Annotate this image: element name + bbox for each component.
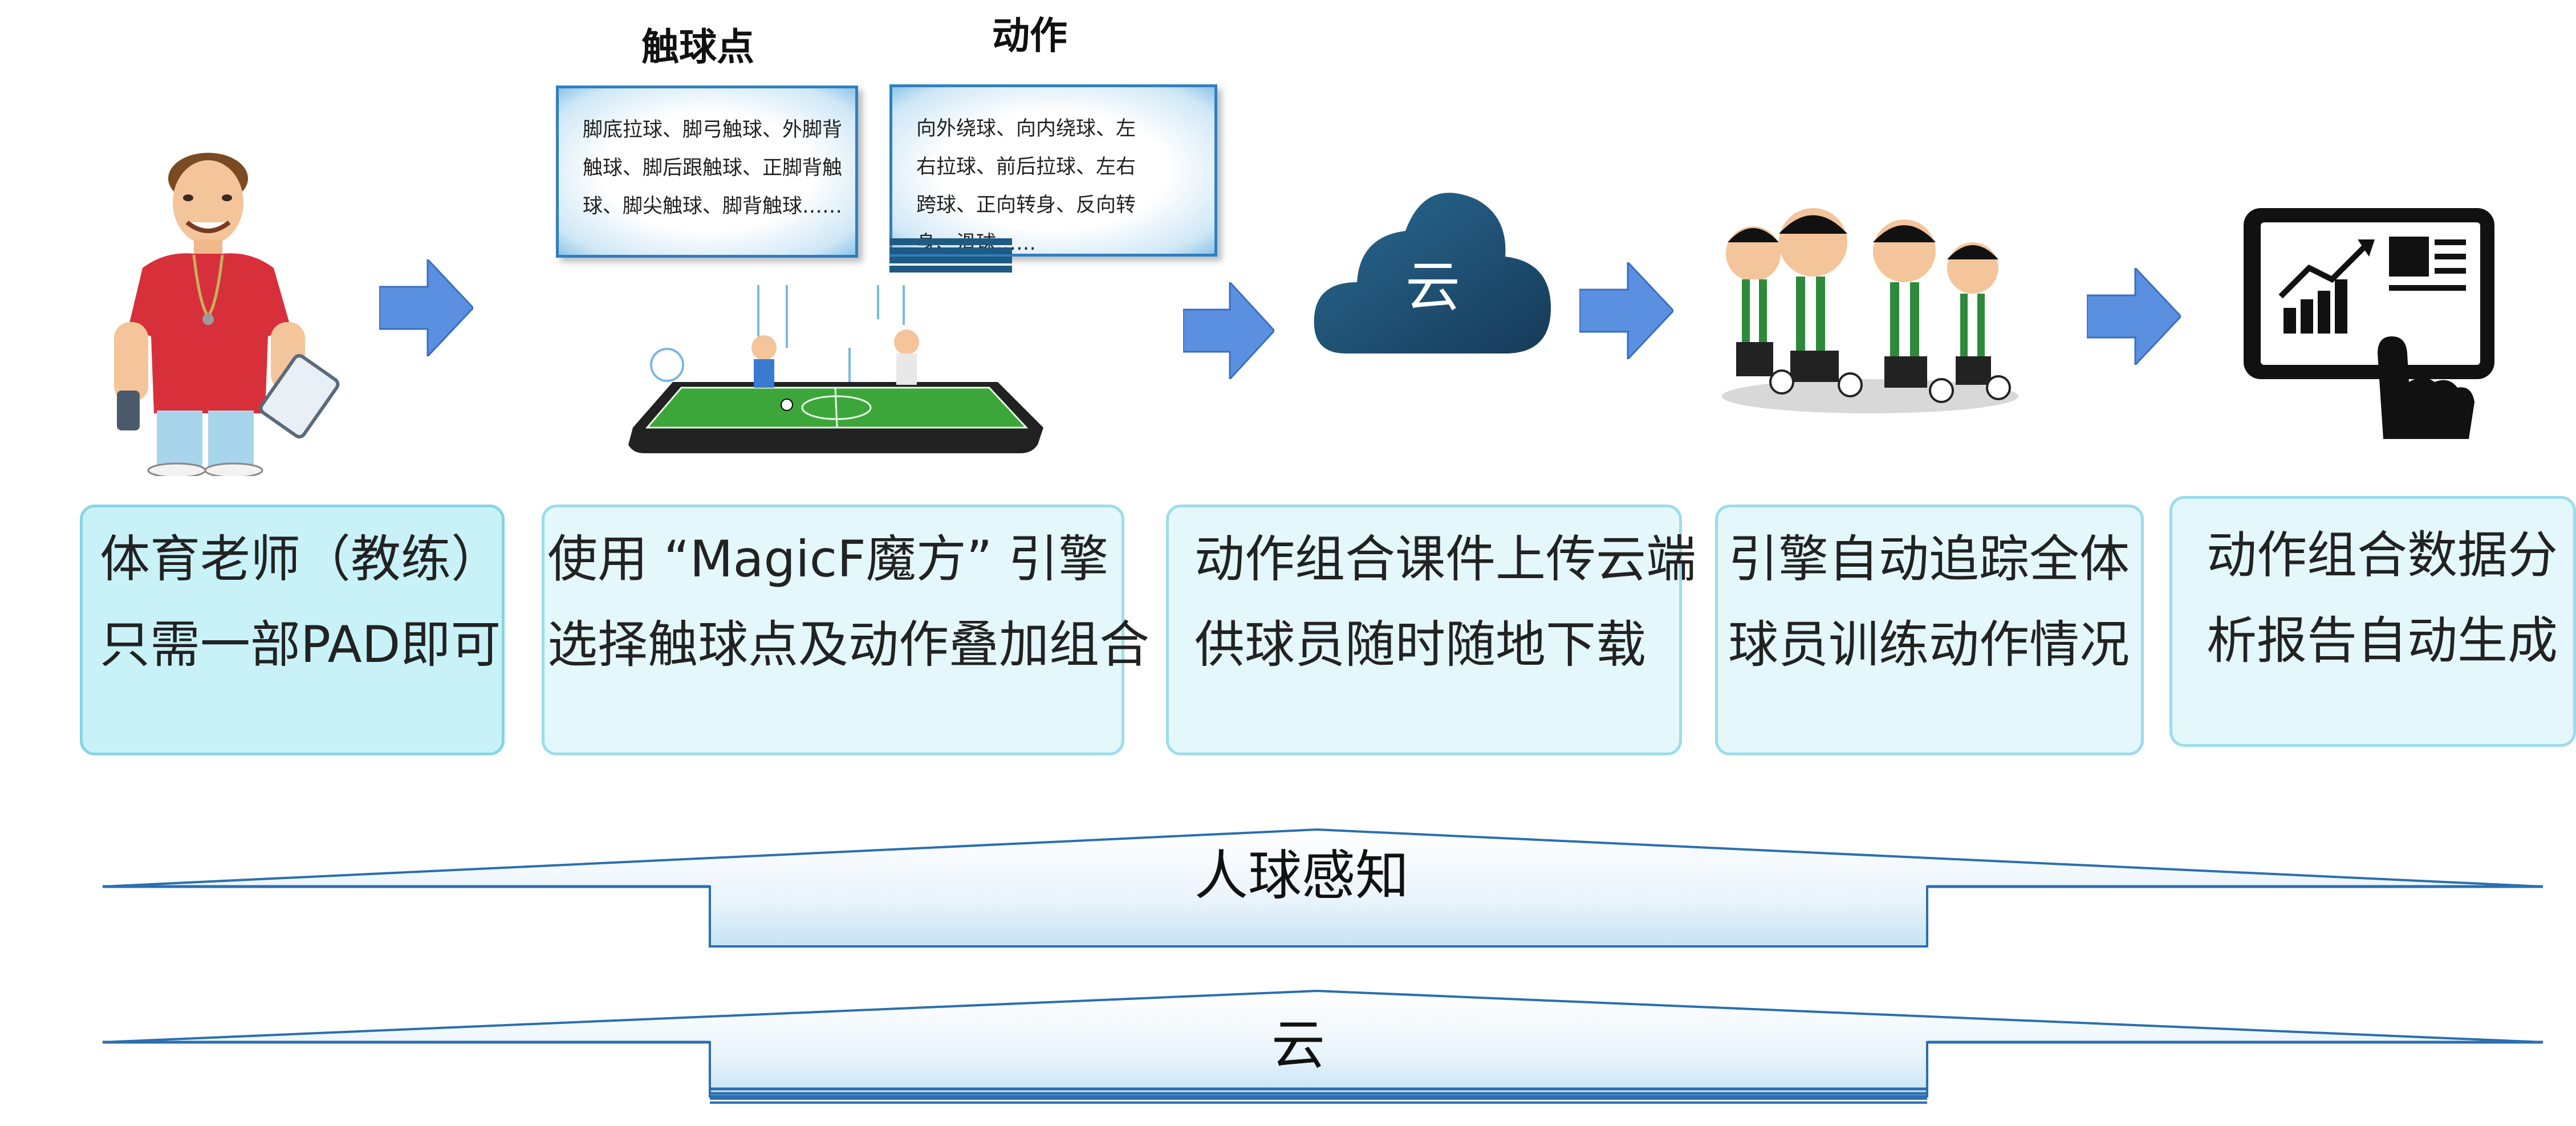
actions-heading: 动作	[992, 14, 1067, 58]
touch-points-box: 脚底拉球、脚弓触球、外脚背 触球、脚后跟触球、正脚背触 球、脚尖触球、脚背触球……	[556, 86, 858, 258]
step-line-1: 体育老师（教练）	[100, 530, 502, 588]
arrow-right-icon	[379, 259, 473, 356]
arrow-right-icon	[1579, 262, 1673, 359]
touch-points-text: 脚底拉球、脚弓触球、外脚背 触球、脚后跟触球、正脚背触 球、脚尖触球、脚背触球……	[583, 119, 843, 218]
cloud-band-label: 云	[1271, 1014, 1326, 1076]
step-box-report: 动作组合数据分 析报告自动生成	[2169, 496, 2576, 747]
step-line-2: 只需一部PAD即可	[100, 615, 501, 674]
perception-band-label: 人球感知	[1194, 845, 1409, 907]
step-line-2: 选择触球点及动作叠加组合	[547, 615, 1150, 674]
cloud-band	[102, 989, 2544, 1104]
step-line-1: 使用 “MagicF魔方” 引擎	[547, 530, 1109, 588]
step-line-1: 动作组合数据分	[2207, 526, 2558, 584]
step-box-cloud-upload: 动作组合课件上传云端 供球员随时随地下载	[1166, 505, 1697, 755]
players-group-illustration	[1722, 208, 2018, 413]
step-box-tracking: 引擎自动追踪全体 球员训练动作情况	[1715, 505, 2144, 755]
phone-soccer-field	[628, 285, 1043, 453]
step-line-2: 供球员随时随地下载	[1194, 615, 1647, 674]
step-box-coach: 体育老师（教练） 只需一部PAD即可	[80, 505, 505, 755]
cloud-label: 云	[1405, 255, 1460, 319]
actions-text: 向外绕球、向内绕球、左 右拉球、前后拉球、左右 跨球、正向转身、反向转 身、滑球…	[916, 117, 1136, 254]
actions-box: 向外绕球、向内绕球、左 右拉球、前后拉球、左右 跨球、正向转身、反向转 身、滑球…	[889, 84, 1217, 257]
touch-points-heading: 触球点	[641, 25, 754, 69]
step-box-engine: 使用 “MagicF魔方” 引擎 选择触球点及动作叠加组合	[542, 505, 1150, 755]
stack-bars-icon	[889, 238, 1012, 273]
cloud-icon	[1314, 193, 1551, 353]
coach-illustration	[114, 153, 340, 476]
perception-band	[102, 828, 2544, 948]
tablet-report-icon	[2244, 208, 2494, 439]
arrow-right-icon	[2087, 268, 2181, 365]
step-line-1: 引擎自动追踪全体	[1728, 530, 2130, 588]
step-line-1: 动作组合课件上传云端	[1194, 530, 1697, 588]
step-line-2: 球员训练动作情况	[1728, 615, 2130, 674]
step-line-2: 析报告自动生成	[2207, 611, 2558, 670]
arrow-right-icon	[1183, 282, 1274, 379]
